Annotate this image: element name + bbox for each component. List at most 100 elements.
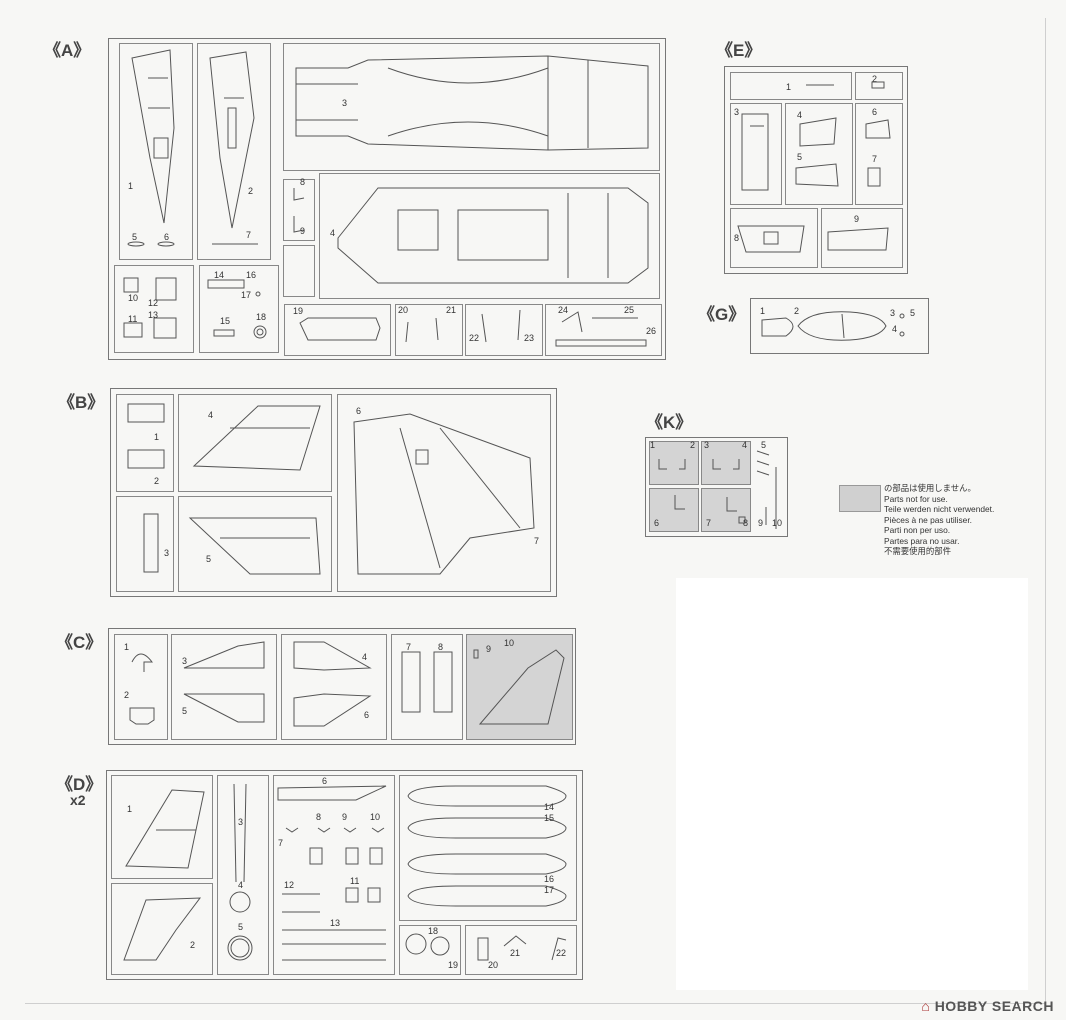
a-part-4: 4: [330, 228, 336, 238]
a-part-15: 15: [220, 316, 231, 326]
instruction-sheet: [25, 18, 1046, 1004]
a-part-10: 10: [128, 293, 139, 303]
sprue-a-cell-2: [197, 43, 271, 260]
b-part-1: 1: [154, 432, 160, 442]
unused-parts-legend: の部品は使用しません。 Parts not for use. Teile wer…: [884, 483, 994, 557]
watermark-text: HOBBY SEARCH: [934, 998, 1054, 1014]
sprue-a-label: 《A》: [44, 41, 91, 60]
c-part-4: 4: [362, 652, 368, 662]
sprue-g-label: 《G》: [698, 305, 746, 324]
sprue-a-cell-22: [465, 304, 543, 356]
d-part-22: 22: [556, 948, 567, 958]
c-part-8: 8: [438, 642, 444, 652]
sprue-g-drawing: [761, 311, 905, 341]
a-part-2: 2: [248, 186, 254, 196]
sprue-b-cell-3: [116, 496, 174, 592]
sprue-e-frame: [724, 66, 908, 274]
e-part-2: 2: [872, 74, 878, 84]
sprue-c-label: 《C》: [56, 633, 103, 652]
b-part-7: 7: [534, 536, 540, 546]
e-part-8: 8: [734, 233, 740, 243]
sprue-d-cell-18: [399, 925, 461, 975]
a-part-18: 18: [256, 312, 267, 322]
k-part-5: 5: [761, 440, 767, 450]
c-part-3: 3: [182, 656, 188, 666]
sprue-a-frame: [108, 38, 666, 360]
a-part-12: 12: [148, 298, 159, 308]
k-part-9: 9: [758, 518, 764, 528]
d-part-10: 10: [370, 812, 381, 822]
sprue-k-cell-7: [701, 488, 751, 532]
d-part-3: 3: [238, 817, 244, 827]
d-part-16: 16: [544, 874, 555, 884]
sprue-e-cell-1: [730, 72, 852, 100]
k-part-8: 8: [743, 518, 749, 528]
sprue-e-cell-8: [730, 208, 818, 268]
sprue-k-label: 《K》: [646, 413, 693, 432]
hobby-search-watermark: ⌂ HOBBY SEARCH: [921, 998, 1054, 1014]
sprue-d-multiplier: x2: [70, 792, 86, 808]
a-part-14: 14: [214, 270, 225, 280]
sprue-b-drawing: [127, 403, 535, 575]
d-part-19: 19: [448, 960, 459, 970]
b-part-6: 6: [356, 406, 362, 416]
sprue-a-cell-4: [319, 173, 660, 299]
sprue-d-cell-20: [465, 925, 577, 975]
d-part-18: 18: [428, 926, 439, 936]
sprue-b-cell-5: [178, 496, 332, 592]
blank-panel: [676, 578, 1028, 990]
a-part-8: 8: [300, 177, 306, 187]
k-part-10: 10: [772, 518, 783, 528]
a-part-16: 16: [246, 270, 257, 280]
sprue-c-cell-4: [281, 634, 387, 740]
d-part-1: 1: [127, 804, 133, 814]
sprue-k-drawing: [658, 450, 777, 529]
sprue-c-cell-1: [114, 634, 168, 740]
sprue-d-cell-6: [273, 775, 395, 975]
a-part-19: 19: [293, 306, 304, 316]
d-part-20: 20: [488, 960, 499, 970]
legend-line-es: Partes para no usar.: [884, 535, 960, 546]
a-part-20: 20: [398, 305, 409, 315]
sprue-e-cell-9: [821, 208, 903, 268]
sprue-a-cell-19: [284, 304, 391, 356]
sprue-a-cell-3: [283, 43, 660, 171]
sprue-d-frame: [106, 770, 583, 980]
c-part-1: 1: [124, 642, 130, 652]
k-part-4: 4: [742, 440, 748, 450]
sprue-d-cell-3: [217, 775, 269, 975]
g-part-3: 3: [890, 308, 896, 318]
legend-line-it: Parti non per uso.: [884, 525, 951, 535]
d-part-2: 2: [190, 940, 196, 950]
sprue-e-cell-2: [855, 72, 903, 100]
d-part-8: 8: [316, 812, 322, 822]
a-part-9: 9: [300, 226, 306, 236]
sprue-g-frame: [750, 298, 929, 354]
sprue-a-cell-24: [545, 304, 662, 356]
a-part-7: 7: [246, 230, 252, 240]
g-part-5: 5: [910, 308, 916, 318]
a-part-13: 13: [148, 310, 159, 320]
legend-line-fr: Pièces à ne pas utiliser.: [884, 514, 972, 525]
d-part-15: 15: [544, 813, 555, 823]
a-part-22: 22: [469, 333, 480, 343]
e-part-3: 3: [734, 107, 740, 117]
c-part-7: 7: [406, 642, 412, 652]
sprue-e-cell-6: [855, 103, 903, 205]
c-part-5: 5: [182, 706, 188, 716]
c-part-10: 10: [504, 638, 515, 648]
d-part-4: 4: [238, 880, 244, 890]
sprue-k-cell-1: [649, 441, 699, 485]
k-part-3: 3: [704, 440, 710, 450]
d-part-7: 7: [278, 838, 284, 848]
sprue-d-label: 《D》: [56, 775, 103, 794]
b-part-5: 5: [206, 554, 212, 564]
a-part-21: 21: [446, 305, 457, 315]
sprue-a-cell-20: [395, 304, 463, 356]
sprue-b-frame: [110, 388, 557, 597]
a-part-6: 6: [164, 232, 170, 242]
sprue-e-label: 《E》: [716, 41, 762, 60]
c-part-6: 6: [364, 710, 370, 720]
c-part-2: 2: [124, 690, 130, 700]
sprue-k-cell-3: [701, 441, 751, 485]
